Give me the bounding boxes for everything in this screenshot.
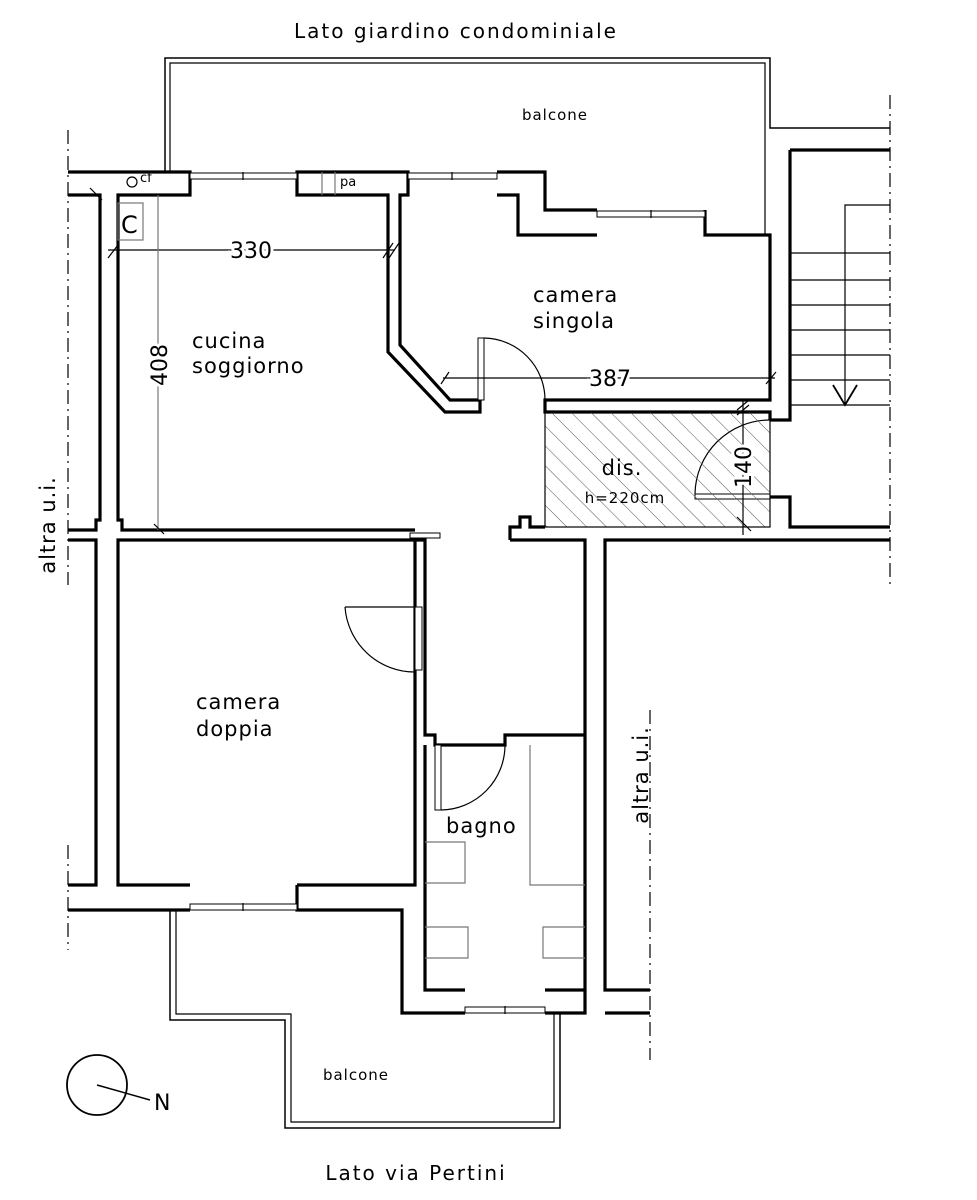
closet-label: dis. xyxy=(602,456,643,480)
stair-arrow-icon xyxy=(832,384,858,407)
bathroom-label: bagno xyxy=(446,814,517,838)
windows xyxy=(189,172,706,1014)
north-compass-icon xyxy=(66,1054,151,1116)
walls xyxy=(68,148,890,1015)
kitchen-label-1: cucina xyxy=(192,329,266,353)
dim-closet-depth: 140 xyxy=(732,446,757,488)
dimension-lines xyxy=(89,187,777,535)
single-room-label-2: singola xyxy=(533,309,615,333)
boiler-label: C xyxy=(121,211,138,239)
closet-height: h=220cm xyxy=(585,489,666,507)
top-balcony xyxy=(164,57,890,235)
flue-label: cf xyxy=(140,171,152,186)
pa-label: pa xyxy=(340,175,356,190)
staircase xyxy=(790,204,890,407)
north-label: N xyxy=(154,1091,170,1116)
closet-hatch xyxy=(544,411,771,528)
double-room-label-1: camera xyxy=(196,690,281,714)
neighbor-left-label: altra u.i. xyxy=(36,476,60,574)
balcony-bottom-label: balcone xyxy=(323,1066,389,1084)
neighbor-right-label: altra u.i. xyxy=(629,726,653,824)
doors xyxy=(344,337,771,811)
single-room-label-1: camera xyxy=(533,283,618,307)
bathroom-fixtures xyxy=(425,745,585,959)
dim-single-width: 387 xyxy=(589,367,631,392)
top-side-label: Lato giardino condominiale xyxy=(294,19,618,43)
flue-icon xyxy=(126,176,138,188)
dim-kitchen-depth: 408 xyxy=(148,344,173,386)
balcony-top-label: balcone xyxy=(522,106,588,124)
boiler-icon xyxy=(117,202,144,241)
double-room-label-2: doppia xyxy=(196,717,274,741)
kitchen-label-2: soggiorno xyxy=(192,354,305,378)
dim-kitchen-width: 330 xyxy=(230,239,272,264)
bottom-side-label: Lato via Pertini xyxy=(325,1161,506,1185)
bottom-balcony xyxy=(169,910,561,1129)
